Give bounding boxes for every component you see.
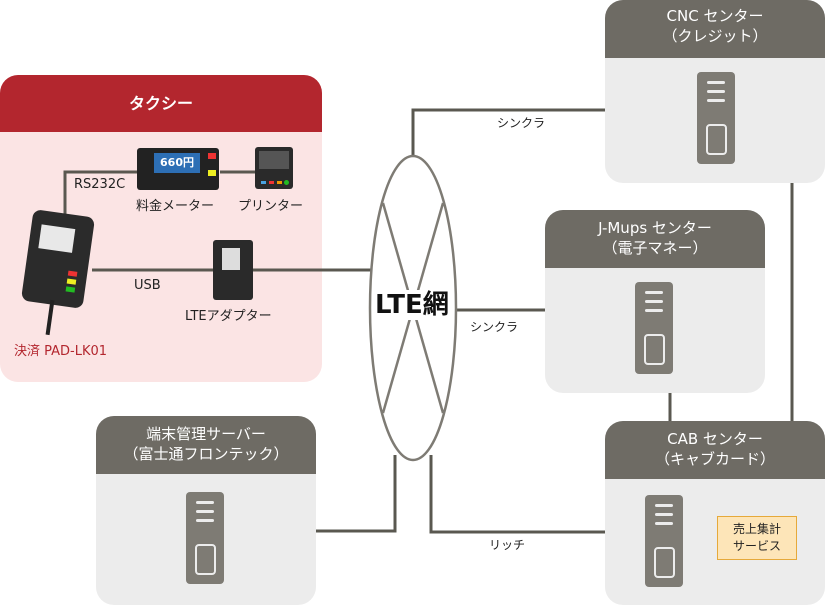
- cab-center: CAB センター （キャブカード） 売上集計 サービス: [605, 421, 825, 605]
- mgmt-server-title: 端末管理サーバー: [146, 425, 266, 443]
- jmups-center-title: J-Mups センター: [598, 219, 712, 237]
- printer-label: プリンター: [238, 199, 304, 214]
- cab-center-title: CAB センター: [667, 430, 763, 448]
- line-cab: [429, 455, 607, 534]
- fare-display: 660円: [154, 153, 200, 173]
- sales-aggregation-service: 売上集計 サービス: [717, 516, 797, 560]
- mgmt-server-subtitle: （富士通フロンテック）: [123, 445, 289, 463]
- cnc-link-label: シンクラ: [497, 116, 546, 130]
- usb-label: USB: [134, 278, 161, 293]
- server-icon: [635, 282, 673, 374]
- fare-meter-image: 660円: [137, 148, 219, 190]
- line-rs232c: [63, 170, 140, 215]
- cab-link-label: リッチ: [489, 538, 526, 552]
- cnc-center-title: CNC センター: [666, 7, 764, 25]
- server-icon: [697, 72, 735, 164]
- lte-network-label: LTE網: [374, 290, 450, 320]
- payment-terminal-label: 決済 PAD-LK01: [14, 344, 108, 359]
- jmups-link-label: シンクラ: [470, 320, 519, 334]
- lte-adapter-image: [213, 240, 253, 300]
- jmups-center-subtitle: （電子マネー）: [602, 239, 708, 257]
- terminal-management-server: 端末管理サーバー （富士通フロンテック）: [96, 416, 316, 605]
- payment-terminal-image: [20, 209, 96, 309]
- server-icon: [186, 492, 224, 584]
- line-cnc: [411, 108, 607, 157]
- fare-meter-label: 料金メーター: [136, 199, 215, 214]
- cab-center-subtitle: （キャブカード）: [654, 450, 775, 468]
- printer-image: [255, 147, 293, 189]
- taxi-title: タクシー: [0, 75, 322, 132]
- rs232c-label: RS232C: [74, 177, 126, 192]
- line-mgmt: [315, 455, 397, 533]
- cnc-center: CNC センター （クレジット）: [605, 0, 825, 183]
- jmups-center: J-Mups センター （電子マネー）: [545, 210, 765, 393]
- lte-adapter-label: LTEアダプター: [185, 309, 272, 324]
- server-icon: [645, 495, 683, 587]
- cnc-center-subtitle: （クレジット）: [662, 27, 768, 45]
